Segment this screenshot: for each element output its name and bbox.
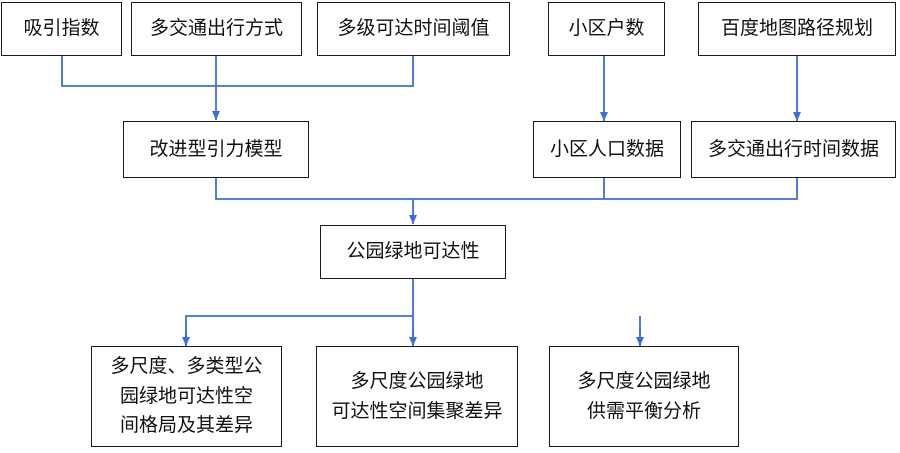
node-label: 多交通出行方式: [149, 17, 283, 40]
node-travel-time-data: 多交通出行时间数据: [691, 121, 896, 178]
node-out-cluster: 多尺度公园绿地 可达性空间集聚差异: [316, 346, 518, 447]
node-community-population: 小区人口数据: [533, 121, 681, 178]
node-label: 多交通出行时间数据: [707, 137, 879, 160]
node-out-supply: 多尺度公园绿地 供需平衡分析: [549, 346, 739, 447]
connector-merge: [215, 178, 798, 200]
node-baidu-routing: 百度地图路径规划: [698, 2, 896, 56]
node-label-line: 可达性空间集聚差异: [331, 399, 503, 422]
node-out-pattern: 多尺度、多类型公 园绿地可达性空 间格局及其差异: [91, 346, 282, 447]
node-label-line: 多尺度、多类型公: [110, 355, 263, 378]
node-label: 公园绿地可达性: [346, 240, 480, 263]
node-label-line: 供需平衡分析: [586, 399, 701, 422]
node-label: 小区人口数据: [549, 137, 664, 160]
node-label: 多级可达时间阈值: [337, 17, 490, 40]
node-label: 小区户数: [568, 17, 645, 40]
node-accessibility: 公园绿地可达性: [320, 225, 506, 279]
node-label: 吸引指数: [23, 17, 100, 40]
node-multi-mode: 多交通出行方式: [131, 2, 302, 56]
node-label-line: 多尺度公园绿地: [577, 370, 711, 393]
node-label: 百度地图路径规划: [720, 17, 873, 40]
node-label-line: 间格局及其差异: [119, 414, 253, 437]
node-label-line: 园绿地可达性空: [119, 384, 253, 407]
node-label-line: 多尺度公园绿地: [350, 370, 484, 393]
node-label: 改进型引力模型: [149, 137, 283, 160]
node-gravity-model: 改进型引力模型: [123, 121, 309, 178]
node-attraction-index: 吸引指数: [1, 2, 122, 56]
node-community-households: 小区户数: [548, 2, 665, 56]
connector-attraction: [61, 56, 414, 87]
node-multi-threshold: 多级可达时间阈值: [317, 2, 510, 56]
